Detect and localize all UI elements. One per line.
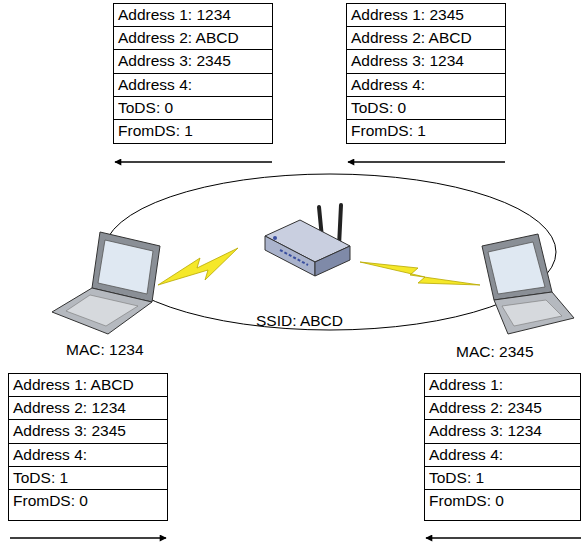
field-row: ToDS: 0	[347, 97, 505, 120]
field-row: Address 3: 1234	[425, 420, 580, 443]
field-row: FromDS: 0	[9, 490, 167, 513]
frame-table: Address 1:Address 2: 2345Address 3: 1234…	[424, 373, 581, 521]
field-row: Address 2: 2345	[425, 397, 580, 420]
field-row: Address 1:	[425, 374, 580, 397]
field-row: Address 3: 2345	[114, 50, 272, 73]
access-point-icon	[265, 205, 350, 276]
network-ellipse	[104, 174, 556, 330]
ssid-label: SSID: ABCD	[256, 312, 343, 330]
field-row: Address 1: 1234	[114, 4, 272, 27]
field-row: Address 4:	[347, 74, 505, 97]
mac-label: MAC: 1234	[66, 341, 144, 359]
field-row: Address 4:	[114, 74, 272, 97]
field-row: Address 1: 2345	[347, 4, 505, 27]
direction-arrow	[115, 161, 272, 163]
field-row: FromDS: 1	[114, 120, 272, 143]
frame-table: Address 1: 2345Address 2: ABCDAddress 3:…	[346, 3, 506, 144]
field-row: Address 3: 2345	[9, 420, 167, 443]
direction-arrow	[10, 537, 166, 539]
field-row: Address 2: ABCD	[114, 27, 272, 50]
laptop-icon	[52, 232, 160, 334]
field-row: Address 4:	[425, 444, 580, 467]
frame-table: Address 1: 1234Address 2: ABCDAddress 3:…	[113, 3, 273, 144]
field-row: Address 2: ABCD	[347, 27, 505, 50]
field-row: Address 3: 1234	[347, 50, 505, 73]
direction-arrow	[426, 537, 581, 539]
wireless-link	[360, 262, 480, 285]
field-row: ToDS: 1	[9, 467, 167, 490]
field-row: FromDS: 0	[425, 490, 580, 513]
wireless-link	[158, 248, 238, 285]
field-row: Address 4:	[9, 444, 167, 467]
frame-table: Address 1: ABCDAddress 2: 1234Address 3:…	[8, 373, 168, 521]
field-row: Address 1: ABCD	[9, 374, 167, 397]
laptop-icon	[482, 234, 574, 334]
mac-label: MAC: 2345	[456, 343, 534, 361]
field-row: FromDS: 1	[347, 120, 505, 143]
direction-arrow	[348, 161, 505, 163]
field-row: ToDS: 1	[425, 467, 580, 490]
field-row: ToDS: 0	[114, 97, 272, 120]
field-row: Address 2: 1234	[9, 397, 167, 420]
